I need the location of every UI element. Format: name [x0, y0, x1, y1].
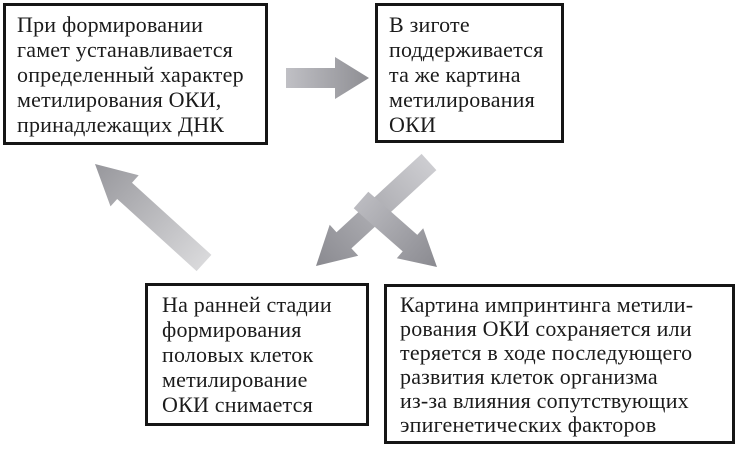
arrow-zygote-to-imprinting: [353, 191, 437, 267]
box-gamete-methylation: При формировании гамет устанавливается о…: [3, 3, 268, 145]
arrow-gametes-to-zygote: [286, 57, 369, 99]
box-germcell-demethylation: На ранней стадии формирования половых кл…: [145, 283, 369, 426]
arrow-germcells-to-gametes: [95, 164, 212, 272]
box-zygote-methylation: В зиготе поддерживается та же картина ме…: [375, 3, 564, 143]
box-imprinting-pattern: Картина импринтинга метили- рования ОКИ …: [384, 284, 735, 444]
